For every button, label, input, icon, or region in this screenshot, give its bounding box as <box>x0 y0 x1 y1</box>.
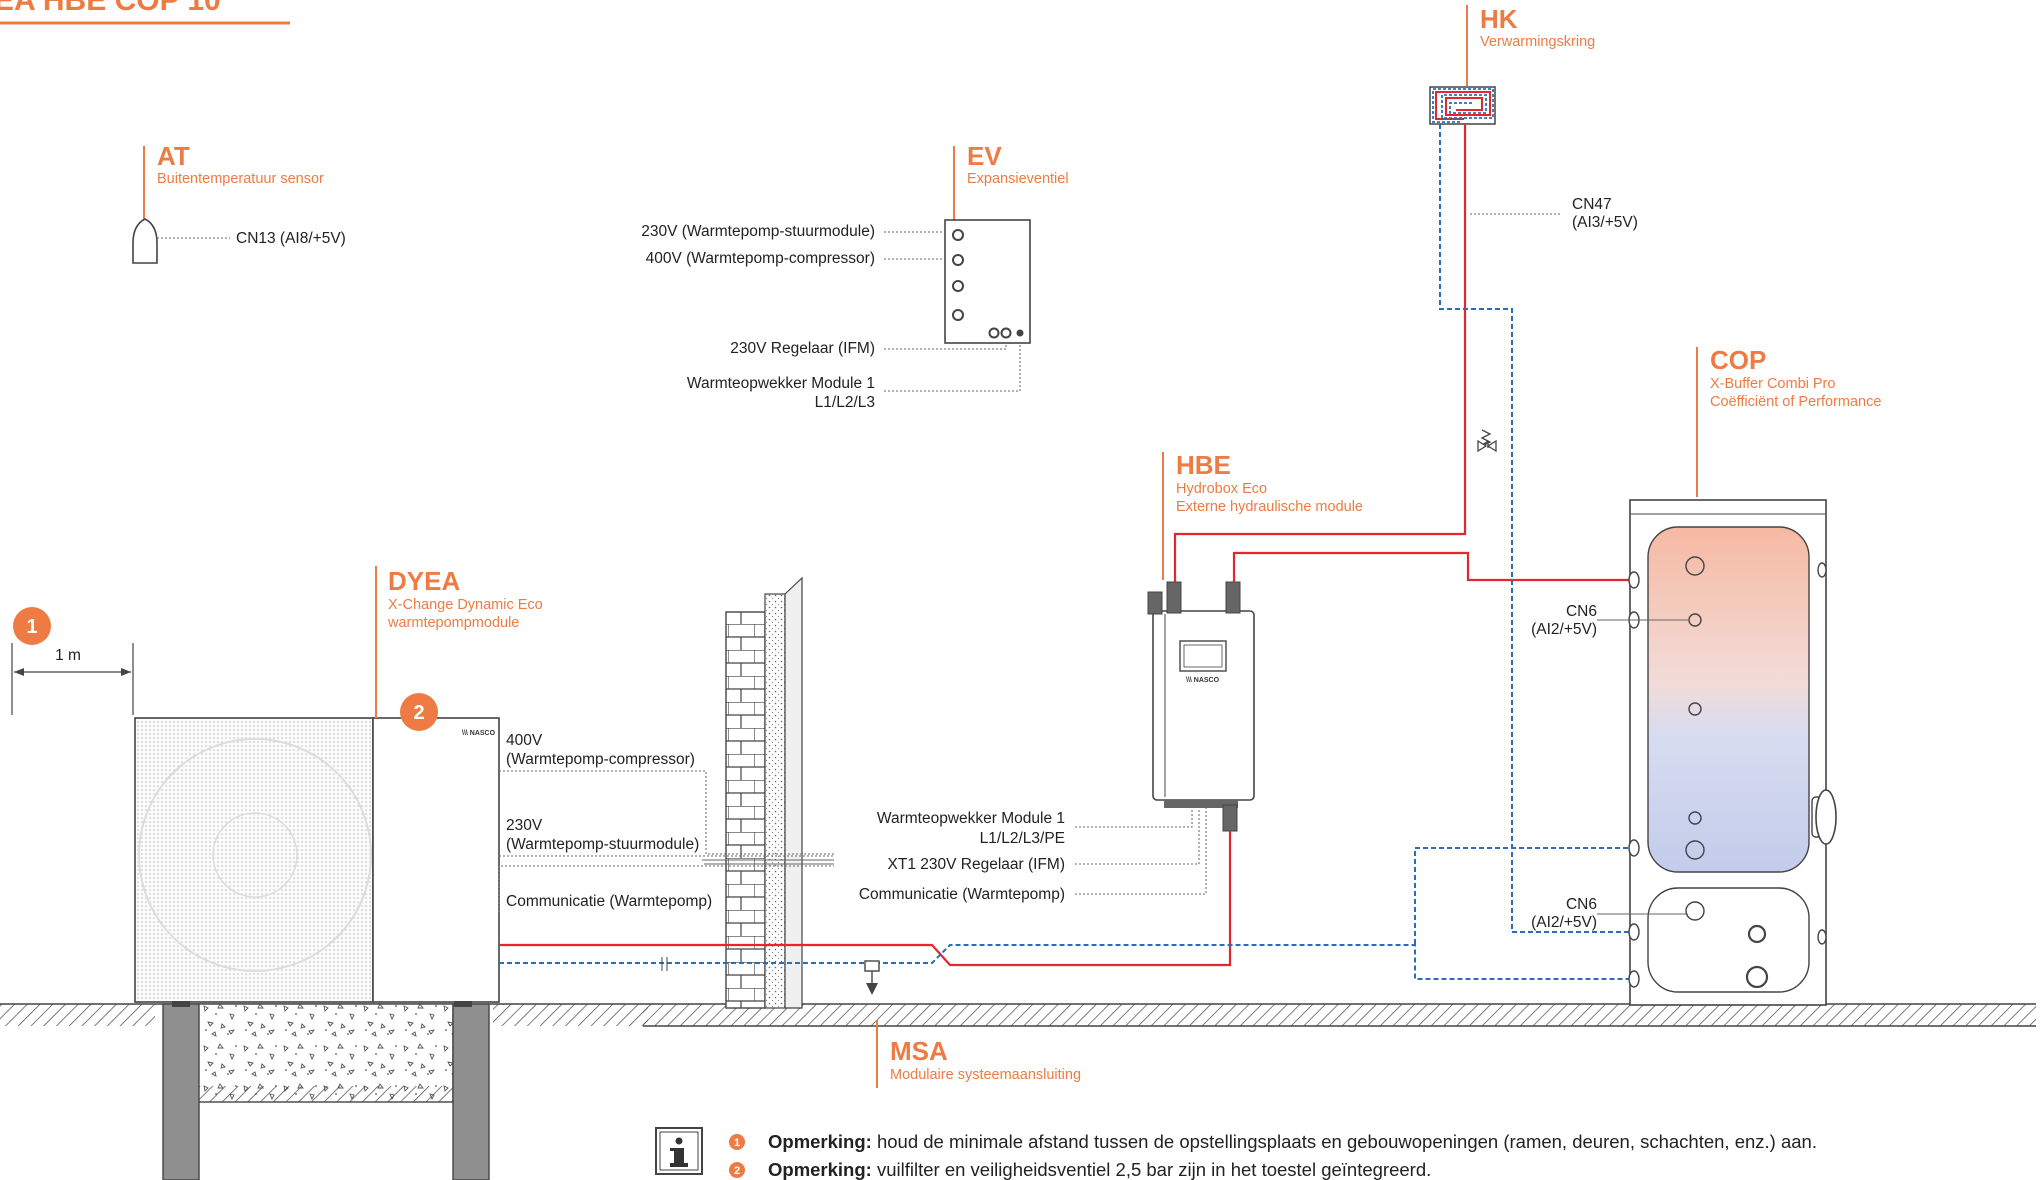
dyea-heat-pump: \\\ NASCO 2 <box>134 693 500 1007</box>
at-connection-label: CN13 (AI8/+5V) <box>236 230 346 247</box>
hbe-label-module: Warmteopwekker Module 1 <box>877 810 1065 827</box>
hk-name: Verwarmingskring <box>1480 34 1595 50</box>
page-title-block: EA HBE COP 10 <box>0 0 290 25</box>
dyea-connection-labels: 400V (Warmtepomp-compressor) 230V (Warmt… <box>498 732 834 912</box>
info-icon <box>655 1127 703 1175</box>
safety-valve-icon <box>1477 429 1497 453</box>
cop-name-2: Coëfficiënt of Performance <box>1710 394 1881 410</box>
cop-tank <box>1628 499 1837 1006</box>
dyea-name-2: warmtepompmodule <box>387 615 519 631</box>
msa-connector <box>661 957 880 995</box>
note-1-num: 1 <box>734 1137 740 1149</box>
hbe-unit: \\\ NASCO <box>1147 581 1255 832</box>
cn6-bottom-1: CN6 <box>1566 896 1597 913</box>
cop-heading: COP X-Buffer Combi Pro Coëfficiënt of Pe… <box>1696 345 1881 497</box>
hk-conn-1: CN47 <box>1572 196 1612 213</box>
outdoor-sensor-icon <box>132 218 158 264</box>
note-2-bold: Opmerking: <box>768 1159 872 1180</box>
hbe-label-comm: Communicatie (Warmtepomp) <box>859 886 1065 903</box>
hbe-label-regelaar: XT1 230V Regelaar (IFM) <box>888 856 1065 873</box>
dyea-name-1: X-Change Dynamic Eco <box>388 597 543 613</box>
dyea-label-comm: Communicatie (Warmtepomp) <box>506 893 712 910</box>
hbe-name-2: Externe hydraulische module <box>1176 499 1363 515</box>
hbe-labels: Warmteopwekker Module 1 L1/L2/L3/PE XT1 … <box>859 808 1207 903</box>
distance-label: 1 m <box>55 647 81 664</box>
hk-sensor-label: CN47 (AI3/+5V) <box>1470 196 1638 231</box>
distance-marker: 1 1 m <box>11 607 134 715</box>
ground <box>0 1003 2036 1180</box>
cop-code: COP <box>1710 345 1766 375</box>
ev-code: EV <box>967 141 1002 171</box>
ev-label-regelaar: 230V Regelaar (IFM) <box>730 340 875 357</box>
note-2: 2 Opmerking: vuilfilter en veiligheidsve… <box>729 1159 1431 1180</box>
hk-code: HK <box>1480 4 1518 34</box>
msa-name: Modulaire systeemaansluiting <box>890 1067 1081 1083</box>
ev-heading: EV Expansieventiel <box>953 141 1069 221</box>
ev-label-module: Warmteopwekker Module 1 <box>687 375 875 392</box>
dyea-marker-number: 2 <box>413 702 424 724</box>
ev-box <box>944 219 1031 344</box>
dyea-heading: DYEA X-Change Dynamic Eco warmtepompmodu… <box>375 566 543 718</box>
ev-label-230v: 230V (Warmtepomp-stuurmodule) <box>641 223 875 240</box>
ev-label-400v: 400V (Warmtepomp-compressor) <box>646 250 875 267</box>
note-2-text: vuilfilter en veiligheidsventiel 2,5 bar… <box>872 1159 1431 1180</box>
note-2-num: 2 <box>734 1165 740 1177</box>
dyea-label-400v-desc: (Warmtepomp-compressor) <box>506 751 695 768</box>
cn6-top-2: (AI2/+5V) <box>1531 621 1597 638</box>
at-name: Buitentemperatuur sensor <box>157 171 324 187</box>
cn6-top-1: CN6 <box>1566 603 1597 620</box>
page-title: EA HBE COP 10 <box>0 0 221 17</box>
ev-labels: 230V (Warmtepomp-stuurmodule) 400V (Warm… <box>641 223 1021 411</box>
dyea-brand-mark: \\\ NASCO <box>462 730 496 737</box>
hbe-heading: HBE Hydrobox Eco Externe hydraulische mo… <box>1162 450 1363 580</box>
at-heading: AT Buitentemperatuur sensor <box>143 141 324 221</box>
note-1-bold: Opmerking: <box>768 1131 872 1152</box>
cn6-bottom-2: (AI2/+5V) <box>1531 914 1597 931</box>
cn6-bottom-label: CN6 (AI2/+5V) <box>1531 896 1688 931</box>
at-code: AT <box>157 141 190 171</box>
hk-heading: HK Verwarmingskring <box>1466 4 1595 86</box>
svg-text:Opmerking: houd de minimale af: Opmerking: houd de minimale afstand tuss… <box>768 1131 1817 1152</box>
note-1: 1 Opmerking: houd de minimale afstand tu… <box>729 1131 1817 1152</box>
building-wall <box>725 576 803 1009</box>
underfloor-heating-icon <box>1429 86 1496 125</box>
dyea-code: DYEA <box>388 566 460 596</box>
hbe-label-phases: L1/L2/L3/PE <box>980 830 1065 847</box>
notes-block: 1 Opmerking: houd de minimale afstand tu… <box>655 1127 1817 1180</box>
msa-heading: MSA Modulaire systeemaansluiting <box>876 1020 1081 1088</box>
dyea-label-230v-desc: (Warmtepomp-stuurmodule) <box>506 836 699 853</box>
distance-marker-number: 1 <box>26 616 37 638</box>
msa-code: MSA <box>890 1036 948 1066</box>
cn6-top-label: CN6 (AI2/+5V) <box>1531 603 1688 638</box>
svg-text:Opmerking: vuilfilter en veili: Opmerking: vuilfilter en veiligheidsvent… <box>768 1159 1431 1180</box>
hbe-code: HBE <box>1176 450 1231 480</box>
dyea-label-400v: 400V <box>506 732 543 749</box>
ev-name: Expansieventiel <box>967 171 1069 187</box>
dyea-label-230v: 230V <box>506 817 543 834</box>
cop-name-1: X-Buffer Combi Pro <box>1710 376 1835 392</box>
hbe-name-1: Hydrobox Eco <box>1176 481 1267 497</box>
hk-conn-2: (AI3/+5V) <box>1572 214 1638 231</box>
note-1-text: houd de minimale afstand tussen de opste… <box>872 1131 1817 1152</box>
svg-text:\\\ NASCO: \\\ NASCO <box>1186 677 1220 684</box>
ev-label-phases: L1/L2/L3 <box>815 394 875 411</box>
